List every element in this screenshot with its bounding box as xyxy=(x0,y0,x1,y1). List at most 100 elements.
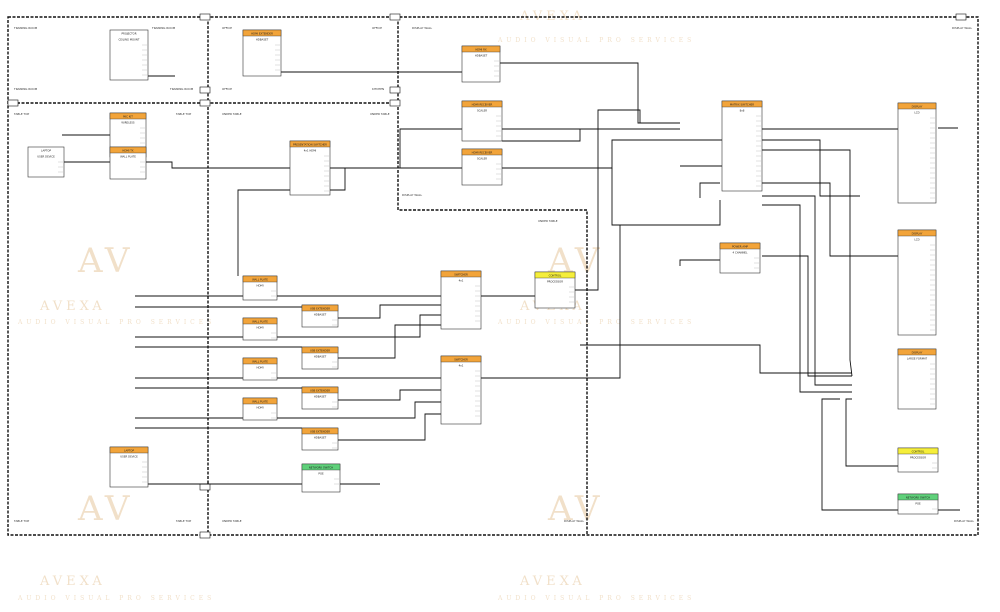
device-box xyxy=(897,229,937,336)
zone-training-room-label: TRAINING ROOM xyxy=(151,26,176,30)
zone-office-left-label: OFFICE xyxy=(222,87,232,91)
device-header xyxy=(897,102,937,110)
device-box xyxy=(289,140,331,196)
zone-display-wall-label: DISPLAY WALL xyxy=(402,193,422,197)
zone-borders xyxy=(7,16,979,536)
device-box xyxy=(440,355,482,425)
device-subtitle: 4x1 xyxy=(459,364,464,368)
device-header xyxy=(301,386,339,394)
device-header xyxy=(897,229,937,237)
signal-cable xyxy=(762,255,852,377)
device-box xyxy=(897,348,937,410)
zone-training-room-label: TRAINING ROOM xyxy=(13,87,38,91)
device-title: USB EXTENDER xyxy=(310,306,330,310)
device-subtitle: POE xyxy=(318,472,324,476)
junction-marker xyxy=(389,13,401,21)
device-title: HDMI RECEIVER xyxy=(472,150,493,154)
zone-table-top-label: TABLE TOP xyxy=(13,519,29,523)
watermark-monogram: AV xyxy=(77,241,133,281)
watermark-brand: AVEXA xyxy=(39,299,106,314)
device-subtitle: HDBASET xyxy=(314,355,327,359)
device-header xyxy=(242,397,278,405)
device-title: HDMI EXTENDER xyxy=(251,31,273,35)
zone-under-table-label: UNDER TABLE xyxy=(222,519,242,523)
device-header xyxy=(301,304,339,312)
zone-display-wall-label: DISPLAY WALL xyxy=(412,26,432,30)
watermark-tagline: AUDIO VISUAL PRO SERVICES xyxy=(497,319,695,326)
device-subtitle: HDMI xyxy=(257,284,264,288)
device-subtitle: WALL PLATE xyxy=(120,155,136,159)
device-title: WALL PLATE xyxy=(252,359,268,363)
watermark-tagline: AUDIO VISUAL PRO SERVICES xyxy=(17,319,215,326)
watermark-brand: AVEXA xyxy=(519,574,586,589)
zone-training-room-label: TRAINING ROOM xyxy=(13,26,38,30)
device-subtitle: HDMI xyxy=(257,406,264,410)
device-hdmi-extender-top: HDMI EXTENDER HDBASET xyxy=(242,29,282,77)
watermark-tile: AV AVEXA AUDIO VISUAL PRO SERVICES xyxy=(497,489,691,602)
device-title: NETWORK SWITCH xyxy=(906,495,930,499)
watermark-tile: AVEXA AUDIO VISUAL PRO SERVICES xyxy=(497,9,691,44)
signal-cable xyxy=(277,401,441,419)
signal-cable xyxy=(679,259,720,266)
zone-under-table-label: UNDER TABLE xyxy=(222,112,242,116)
device-title: DISPLAY xyxy=(912,104,923,108)
zone-table-top-label: TABLE TOP xyxy=(175,519,191,523)
zone-display-wall-label: DISPLAY WALL xyxy=(564,519,584,523)
device-subtitle: SCALER xyxy=(477,109,487,113)
device-subtitle: POE xyxy=(915,502,921,506)
device-box xyxy=(897,102,937,204)
junction-marker xyxy=(199,483,211,491)
outer-frame xyxy=(7,16,979,536)
device-title: LAPTOP xyxy=(41,148,51,152)
signal-cable xyxy=(580,344,852,374)
junction-marker xyxy=(389,86,401,94)
zone-table-top-label: TABLE TOP xyxy=(13,112,29,116)
device-header xyxy=(242,317,278,325)
device-header xyxy=(897,447,939,455)
device-subtitle: 4x1 xyxy=(459,279,464,283)
zone-training-room-label: TRAINING ROOM xyxy=(169,87,194,91)
device-title: HDMI TX xyxy=(122,148,133,152)
device-title: POWER AMP xyxy=(732,244,748,248)
junction-marker xyxy=(7,99,19,107)
signal-cable xyxy=(762,149,853,377)
device-box xyxy=(440,270,482,330)
device-header xyxy=(301,427,339,435)
device-header xyxy=(301,346,339,354)
device-title: WALL PLATE xyxy=(252,319,268,323)
device-title: DISPLAY xyxy=(912,231,923,235)
device-subtitle: 4x1 HDMI xyxy=(304,149,317,153)
device-header xyxy=(440,270,482,278)
zone-divider xyxy=(397,198,588,535)
zone-office-left-label: OFFICE xyxy=(372,26,382,30)
device-header xyxy=(440,355,482,363)
signal-cable xyxy=(762,182,898,257)
device-subtitle: HDMI xyxy=(257,366,264,370)
watermark-monogram: AV xyxy=(547,489,603,529)
device-subtitle: HDBASET xyxy=(475,54,488,58)
signal-cable xyxy=(338,304,441,319)
device-subtitle: HDBASET xyxy=(314,436,327,440)
signal-cable xyxy=(699,182,720,198)
device-box xyxy=(461,100,503,142)
device-header xyxy=(289,140,331,148)
device-box xyxy=(242,29,282,77)
device-subtitle: HDBASET xyxy=(256,38,269,42)
device-header xyxy=(721,100,763,108)
signal-cable xyxy=(338,324,441,359)
device-subtitle: SCALER xyxy=(477,157,487,161)
device-title: DISPLAY xyxy=(912,350,923,354)
device-header xyxy=(242,275,278,283)
signal-cable xyxy=(338,413,441,441)
